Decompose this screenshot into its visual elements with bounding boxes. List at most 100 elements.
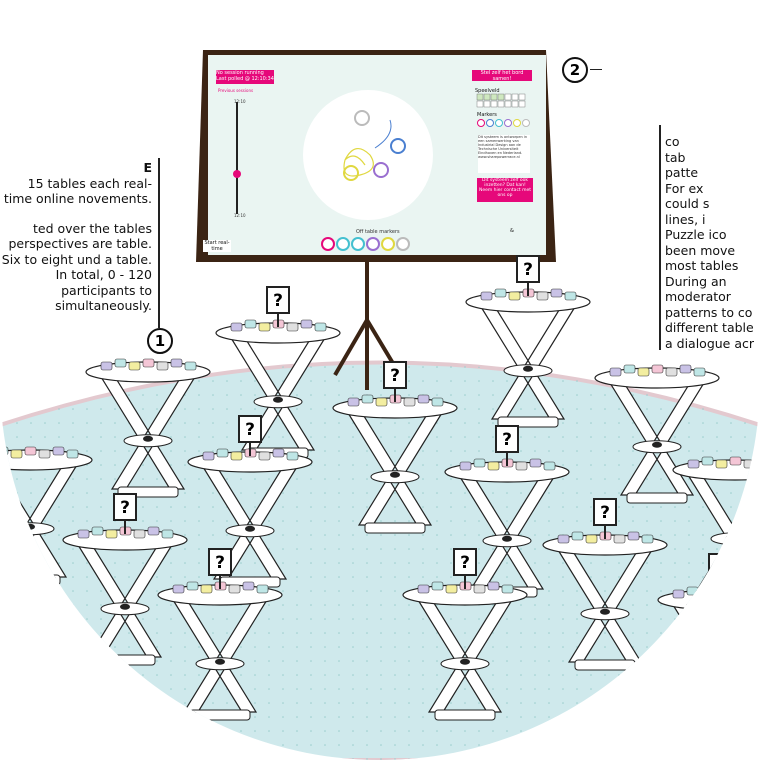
- right-text-line: tab: [665, 149, 686, 165]
- table-shelf: [695, 662, 745, 676]
- marker-legend: [522, 119, 530, 127]
- marker-cup: [729, 456, 742, 466]
- marker-legend: [495, 119, 503, 127]
- marker-cup: [230, 451, 243, 461]
- question-sign: [495, 425, 519, 453]
- marker-cup: [77, 529, 90, 539]
- field-button[interactable]: [490, 93, 498, 101]
- field-button[interactable]: [518, 100, 526, 108]
- marker-cup: [687, 459, 700, 469]
- question-mark: ?: [215, 553, 225, 573]
- field-button[interactable]: [511, 100, 519, 108]
- marker-legend: [477, 119, 485, 127]
- field-button[interactable]: [504, 100, 512, 108]
- right-text-line: been move: [665, 242, 736, 258]
- slider-handle[interactable]: [233, 170, 241, 178]
- start-realtime-button[interactable]: Start real-time: [203, 240, 231, 252]
- question-mark: ?: [600, 503, 610, 523]
- marker-cup: [100, 361, 113, 371]
- field-button[interactable]: [511, 93, 519, 101]
- table-marker[interactable]: [390, 138, 406, 154]
- off-table-marker[interactable]: [321, 237, 335, 251]
- marker-cup: [186, 581, 199, 591]
- question-mark: ?: [460, 553, 470, 573]
- marker-cup: [543, 461, 556, 471]
- field-button[interactable]: [504, 93, 512, 101]
- marker-cup: [480, 291, 493, 301]
- table-base: [189, 709, 251, 721]
- marker-cup: [361, 394, 374, 404]
- marker-cup: [609, 367, 622, 377]
- marker-badge-1: 1: [147, 328, 173, 354]
- table: [594, 364, 720, 504]
- field-button[interactable]: [497, 93, 505, 101]
- marker-cup: [128, 361, 141, 371]
- off-table-marker[interactable]: [381, 237, 395, 251]
- marker-cup: [0, 446, 9, 456]
- markers-label: Markers: [477, 112, 497, 118]
- field-button[interactable]: [483, 93, 491, 101]
- device-icon: [600, 608, 610, 615]
- movement-trace: [374, 119, 392, 149]
- field-button[interactable]: [483, 100, 491, 108]
- marker-cup: [184, 361, 197, 371]
- question-mark: ?: [390, 366, 400, 386]
- table-base: [704, 584, 760, 596]
- right-text-line: most tables: [665, 258, 739, 273]
- field-button[interactable]: [476, 100, 484, 108]
- marker-cup: [172, 584, 185, 594]
- field-button[interactable]: [518, 93, 526, 101]
- off-table-marker[interactable]: [351, 237, 365, 251]
- marker-cup: [564, 291, 577, 301]
- device-icon: [730, 533, 740, 540]
- device-icon: [273, 396, 283, 403]
- marker-cup: [431, 397, 444, 407]
- device-icon: [215, 658, 225, 665]
- field-button[interactable]: [476, 93, 484, 101]
- marker-cup: [571, 531, 584, 541]
- right-text-line: Puzzle ico: [665, 227, 727, 242]
- question-sign: [516, 255, 540, 283]
- table-marker[interactable]: [354, 110, 370, 126]
- field-button[interactable]: [497, 100, 505, 108]
- right-text-line: lines, i: [665, 211, 706, 227]
- field-button[interactable]: [490, 100, 498, 108]
- info-text: Dit systeem is ontworpen in een samenwer…: [478, 135, 530, 173]
- marker-cup: [147, 526, 160, 536]
- marker-cup: [256, 584, 269, 594]
- marker-cup: [557, 534, 570, 544]
- marker-cup: [550, 288, 563, 298]
- question-sign: [453, 548, 477, 576]
- off-table-marker[interactable]: [396, 237, 410, 251]
- marker-cup: [38, 449, 51, 459]
- table: ?: [62, 493, 188, 666]
- marker-cup: [24, 446, 37, 456]
- marker-cup: [501, 584, 514, 594]
- table-base: [497, 416, 559, 428]
- device-icon: [502, 535, 512, 542]
- contact-button[interactable]: Dit systeem zelf ook inzetten? Dat kan! …: [477, 178, 533, 202]
- previous-sessions-link[interactable]: Previous sessions: [218, 88, 254, 93]
- time-slider[interactable]: [236, 102, 238, 214]
- table-base: [364, 522, 426, 534]
- off-table-marker[interactable]: [366, 237, 380, 251]
- marker-cup: [627, 531, 640, 541]
- marker-cup: [216, 448, 229, 458]
- table-marker[interactable]: [373, 162, 389, 178]
- right-text-line: patterns to co: [665, 304, 753, 320]
- left-para-1: 15 tables each real-time online novement…: [3, 175, 152, 207]
- marker-cup: [10, 449, 23, 459]
- marker-cup: [508, 291, 521, 301]
- off-table-marker[interactable]: [336, 237, 350, 251]
- left-description: E 15 tables each real-time online noveme…: [0, 160, 152, 328]
- marker-cup: [403, 397, 416, 407]
- marker-cup: [286, 322, 299, 332]
- right-text-line: For ex: [665, 180, 704, 196]
- marker-cup: [347, 397, 360, 407]
- question-sign: [113, 493, 137, 521]
- build-board-button[interactable]: Stel zelf het bord samen!: [472, 70, 532, 82]
- marker-cup: [142, 358, 155, 368]
- marker-legend: [504, 119, 512, 127]
- marker-cup: [623, 364, 636, 374]
